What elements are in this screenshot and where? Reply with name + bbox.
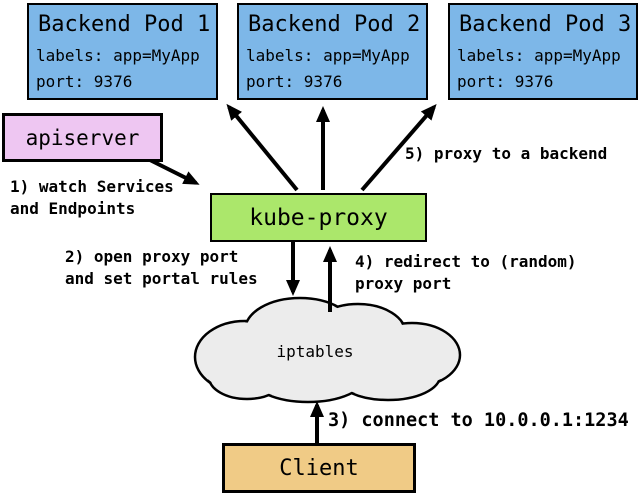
backend-pod-2-box: Backend Pod 2 labels: app=MyApp port: 93… bbox=[237, 3, 428, 100]
arrow-kube-proxy-to-pod-1 bbox=[226, 103, 299, 192]
apiserver-box: apiserver bbox=[2, 113, 163, 162]
pod-labels: labels: app=MyApp bbox=[36, 46, 200, 65]
note-step-3: 3) connect to 10.0.0.1:1234 bbox=[328, 410, 629, 431]
backend-pod-3-box: Backend Pod 3 labels: app=MyApp port: 93… bbox=[448, 3, 638, 100]
pod-port: port: 9376 bbox=[246, 72, 343, 91]
arrow-apiserver-to-kube-proxy bbox=[147, 157, 200, 185]
note-step-5: 5) proxy to a backend bbox=[405, 144, 608, 163]
pod-labels: labels: app=MyApp bbox=[246, 46, 410, 65]
kube-proxy-box: kube-proxy bbox=[210, 193, 427, 242]
pod-title: Backend Pod 3 bbox=[459, 12, 632, 37]
arrow-kube-proxy-to-pod-3 bbox=[360, 103, 437, 192]
note-step-1: 1) watch Services and Endpoints bbox=[10, 177, 174, 218]
pod-title: Backend Pod 2 bbox=[248, 12, 421, 37]
pod-port: port: 9376 bbox=[457, 72, 554, 91]
iptables-label: iptables bbox=[276, 342, 354, 361]
client-label: Client bbox=[279, 455, 359, 481]
note-step-2: 2) open proxy port and set portal rules bbox=[65, 247, 258, 288]
backend-pod-1-box: Backend Pod 1 labels: app=MyApp port: 93… bbox=[27, 3, 218, 100]
note-step-4: 4) redirect to (random) proxy port bbox=[355, 252, 577, 293]
apiserver-label: apiserver bbox=[25, 125, 140, 150]
client-box: Client bbox=[222, 443, 416, 493]
pod-port: port: 9376 bbox=[36, 72, 133, 91]
pod-title: Backend Pod 1 bbox=[38, 12, 211, 37]
kube-proxy-label: kube-proxy bbox=[249, 204, 388, 231]
pod-labels: labels: app=MyApp bbox=[457, 46, 621, 65]
iptables-cloud bbox=[193, 296, 462, 404]
